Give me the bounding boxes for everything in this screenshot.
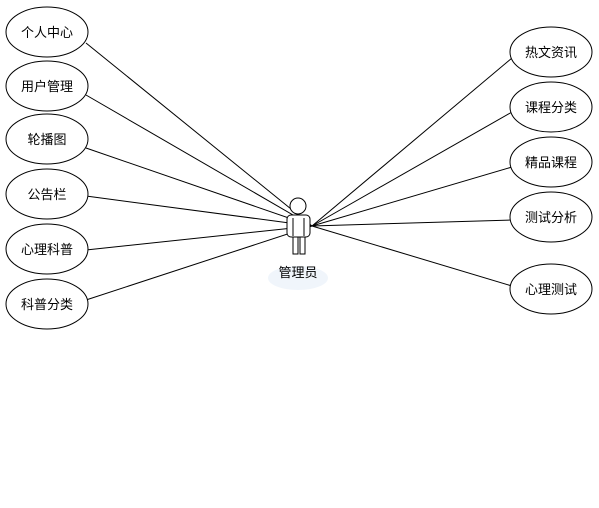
connector-line [311,111,513,227]
right-use-cases: 热文资讯 课程分类 精品课程 测试分析 心理测试 [509,26,593,315]
use-case-label: 热文资讯 [525,46,577,61]
connector-line [311,219,513,227]
person-icon [286,197,311,255]
actor-label-background [268,266,328,290]
use-case-left-5: 心理科普 [5,223,89,275]
use-case-left-6: 科普分类 [5,278,89,330]
use-case-left-4: 公告栏 [5,168,89,220]
use-case-label: 个人中心 [21,26,73,41]
use-case-label: 心理科普 [21,243,73,258]
connector-lines [85,42,513,301]
connector-line [311,225,513,287]
connector-line [85,225,313,251]
left-use-cases: 个人中心 用户管理 轮播图 公告栏 心理科普 科普分类 [5,6,89,330]
actor-label: 管理员 [278,266,317,281]
use-case-left-3: 轮播图 [5,113,89,165]
use-case-label: 课程分类 [525,101,577,116]
use-case-label: 精品课程 [525,156,577,171]
use-case-label: 用户管理 [21,79,73,95]
use-case-right-1: 热文资讯 [509,26,593,78]
connector-line [311,166,513,227]
use-case-label: 心理测试 [525,283,577,298]
use-case-label: 轮播图 [27,133,66,148]
connector-line [85,42,313,227]
use-case-left-1: 个人中心 [5,6,89,58]
use-case-right-4: 测试分析 [509,191,593,243]
connector-line [85,147,313,227]
use-case-label: 科普分类 [21,298,73,313]
connector-line [85,94,313,227]
use-case-right-2: 课程分类 [509,81,593,133]
connector-line [85,195,313,227]
use-case-label: 测试分析 [525,211,577,226]
use-case-left-2: 用户管理 [5,60,89,112]
use-case-right-3: 精品课程 [509,136,593,188]
actor: 管理员 [268,197,328,290]
use-case-label: 公告栏 [27,188,66,203]
connector-line [85,225,313,301]
connector-line [311,57,513,227]
use-case-right-5: 心理测试 [509,263,593,315]
